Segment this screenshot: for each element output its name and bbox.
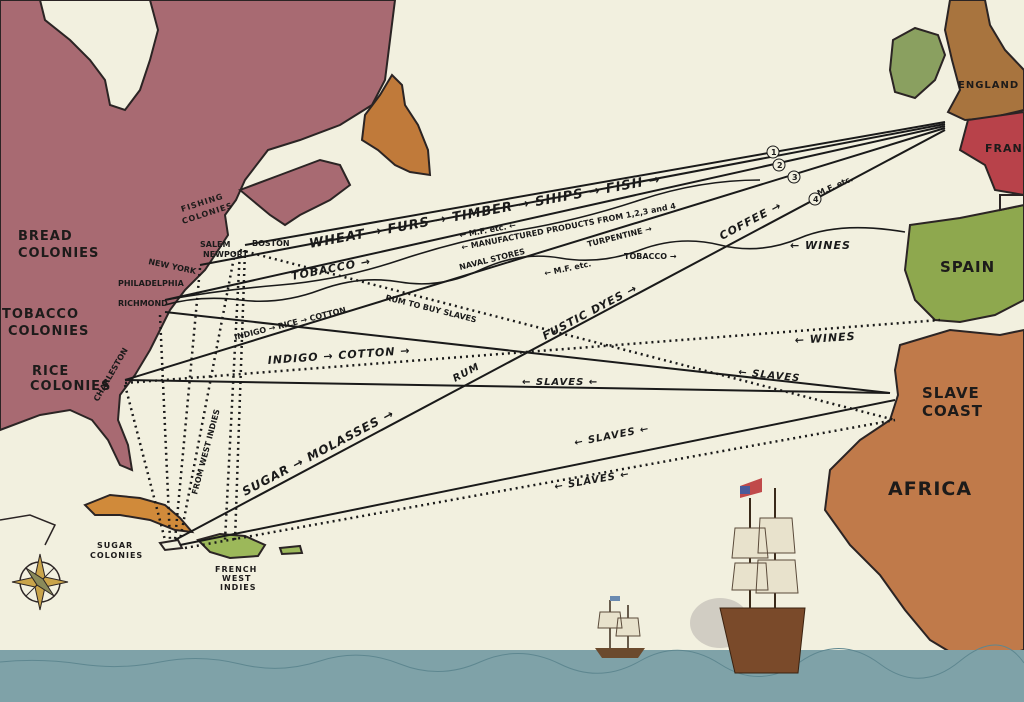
dotted-wi-1 xyxy=(123,384,167,541)
sugar-colonies-label-1: SUGAR xyxy=(97,541,133,550)
france xyxy=(958,110,1024,197)
route-naval-stores xyxy=(164,179,761,301)
label-sugar-molasses: SUGAR → MOLASSES → xyxy=(240,406,397,498)
label-from-west-indies: FROM WEST INDIES xyxy=(190,408,222,496)
label-tobacco-2: TOBACCO → xyxy=(624,252,677,261)
label-wines-1: ← WINES xyxy=(790,239,851,252)
dotted-wi-6 xyxy=(233,249,247,541)
france-label: FRANCE xyxy=(985,142,1024,155)
dotted-charleston-spain xyxy=(124,318,941,385)
africa xyxy=(823,328,1024,662)
ireland xyxy=(888,26,947,100)
richmond-label: RICHMOND xyxy=(118,299,168,308)
circle-number-1: 1 xyxy=(771,148,777,157)
french-west-indies-label-2: WEST xyxy=(222,574,252,583)
bread-colonies-label-1: BREAD xyxy=(18,229,73,244)
north-america-colonies xyxy=(0,0,397,472)
dotted-wi-5 xyxy=(223,249,242,541)
compass-rose-icon xyxy=(11,553,69,611)
great-britain xyxy=(943,0,1024,122)
tobacco-colonies-label-1: TOBACCO xyxy=(2,307,79,322)
route-charleston-england xyxy=(124,127,946,381)
dotted-wi-3 xyxy=(173,267,202,541)
route-newyork-england xyxy=(199,123,946,266)
large-ship-icon xyxy=(690,478,806,674)
nova-scotia xyxy=(238,158,352,227)
rice-colonies-label-2: COLONIES xyxy=(30,379,111,394)
route-philadelphia-england xyxy=(164,125,946,301)
label-slaves-4: ← SLAVES ← xyxy=(554,469,631,493)
europe-east xyxy=(999,194,1024,212)
region-labels: BREAD COLONIES TOBACCO COLONIES RICE COL… xyxy=(2,80,1024,592)
circle-number-2: 2 xyxy=(777,161,783,170)
sea xyxy=(0,650,1024,702)
boston-label: BOSTON xyxy=(252,239,290,248)
trade-routes xyxy=(123,121,946,550)
french-west-indies-label-3: INDIES xyxy=(220,583,257,592)
slave-coast-label-2: COAST xyxy=(922,402,983,420)
dotted-wi-2 xyxy=(158,314,172,541)
small-ship-icon xyxy=(595,596,645,658)
route-charleston-slavecoast xyxy=(124,379,891,394)
circle-number-4: 4 xyxy=(813,195,819,204)
slave-coast-label-1: SLAVE xyxy=(922,384,980,402)
dotted-sugar-slavecoast xyxy=(184,418,896,550)
newfoundland xyxy=(360,73,432,177)
africa-label: AFRICA xyxy=(888,478,972,500)
dotted-wi-4 xyxy=(178,251,237,541)
spain-portugal xyxy=(903,203,1024,324)
sea-waves xyxy=(0,644,1024,679)
west-coast-island xyxy=(0,514,57,546)
french-west-indies-label-1: FRENCH xyxy=(215,565,257,574)
jamaica xyxy=(158,538,184,552)
label-mf-etc-2: ← M.F. etc. xyxy=(544,259,592,278)
newport-label: NEWPORT xyxy=(203,250,248,259)
circle-number-3: 3 xyxy=(792,173,798,182)
philadelphia-label: PHILADELPHIA xyxy=(118,279,185,288)
salem-label: SALEM xyxy=(200,240,231,249)
label-rum-to-buy-slaves: RUM TO BUY SLAVES xyxy=(385,293,478,324)
tobacco-colonies-label-2: COLONIES xyxy=(8,324,89,339)
label-indigo-rice-cotton: INDIGO → RICE → COTTON xyxy=(233,305,347,342)
england-label: ENGLAND xyxy=(958,80,1019,91)
label-slaves-2: ← SLAVES ← xyxy=(522,377,598,388)
puerto-rico xyxy=(278,544,304,556)
sugar-colonies-label-2: COLONIES xyxy=(90,551,143,560)
greenland-island xyxy=(38,0,160,112)
label-rum: RUM xyxy=(451,361,482,384)
label-slaves-3: ← SLAVES ← xyxy=(573,424,650,449)
route-boston-england xyxy=(244,121,946,246)
circle-marker-4 xyxy=(808,192,822,206)
circle-marker-2 xyxy=(772,158,786,172)
rice-colonies-label-1: RICE xyxy=(32,364,69,379)
label-wines-2: ← WINES xyxy=(794,330,856,347)
bread-colonies-label-2: COLONIES xyxy=(18,246,99,261)
circle-marker-1 xyxy=(766,145,780,159)
route-number-markers: 1 2 3 4 xyxy=(766,145,822,206)
hispaniola xyxy=(196,532,267,560)
route-sugar-slavecoast xyxy=(179,399,896,546)
circle-marker-3 xyxy=(787,170,801,184)
spain-label: SPAIN xyxy=(940,258,995,276)
label-slaves-1: ← SLAVES xyxy=(738,367,801,384)
label-fustic-dyes: FUSTIC DYES → xyxy=(540,282,639,343)
route-wines-spain xyxy=(164,226,906,306)
